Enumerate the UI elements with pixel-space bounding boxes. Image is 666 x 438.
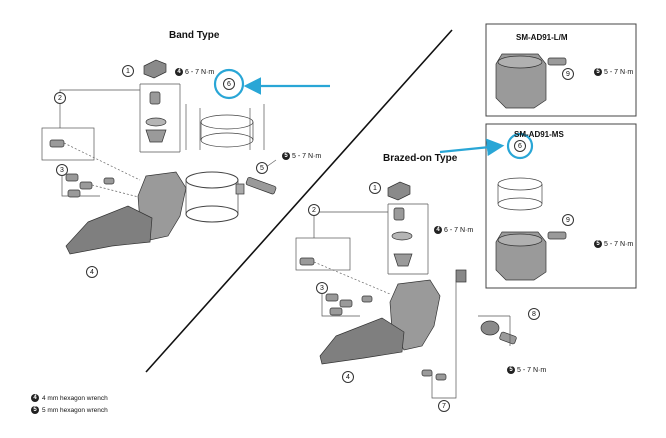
callout-3: 3 [316,282,328,294]
adapter-ms-drawing [495,177,567,281]
callout-2: 2 [308,204,320,216]
torque-value: 6 - 7 N·m [444,226,474,234]
callout-9: 9 [562,68,574,80]
torque-value: 5 - 7 N·m [292,152,322,160]
band-type-assembly [41,59,277,255]
callout-4: 4 [342,371,354,383]
tool-badge: 4 [175,68,183,76]
callout-6: 6 [514,140,526,152]
title-adapter-ms: SM-AD91-MS [514,130,564,139]
title-brazed-on-type: Brazed-on Type [383,153,458,164]
callout-5: 5 [256,162,268,174]
title-adapter-lm: SM-AD91-L/M [516,33,568,42]
tool-badge: 5 [594,68,602,76]
brazed-on-assembly [295,181,517,399]
adapter-lm-box [485,23,637,117]
callout-3: 3 [56,164,68,176]
tool-badge: 4 [31,394,39,402]
title-band-type: Band Type [169,30,220,41]
tool-badge: 4 [434,226,442,234]
callout-1: 1 [122,65,134,77]
tool-badge: 5 [282,152,290,160]
callout-1: 1 [369,182,381,194]
callout-6: 6 [223,78,235,90]
highlight-ring-band [213,68,245,100]
legend-text: 5 mm hexagon wrench [42,406,108,414]
tool-badge: 5 [507,366,515,374]
pointer-arrow-ms [439,138,505,157]
torque-value: 5 - 7 N·m [604,68,634,76]
legend-text: 4 mm hexagon wrench [42,394,108,402]
torque-value: 6 - 7 N·m [185,68,215,76]
highlight-ring-ms [506,132,534,160]
callout-8: 8 [528,308,540,320]
adapter-ms-box [485,123,637,289]
diagonal-divider [145,29,453,373]
callout-2: 2 [54,92,66,104]
tool-badge: 5 [594,240,602,248]
torque-value: 5 - 7 N·m [604,240,634,248]
torque-value: 5 - 7 N·m [517,366,547,374]
tool-badge: 5 [31,406,39,414]
callout-4: 4 [86,266,98,278]
callout-7: 7 [438,400,450,412]
adapter-lm-drawing [495,53,567,109]
callout-9: 9 [562,214,574,226]
